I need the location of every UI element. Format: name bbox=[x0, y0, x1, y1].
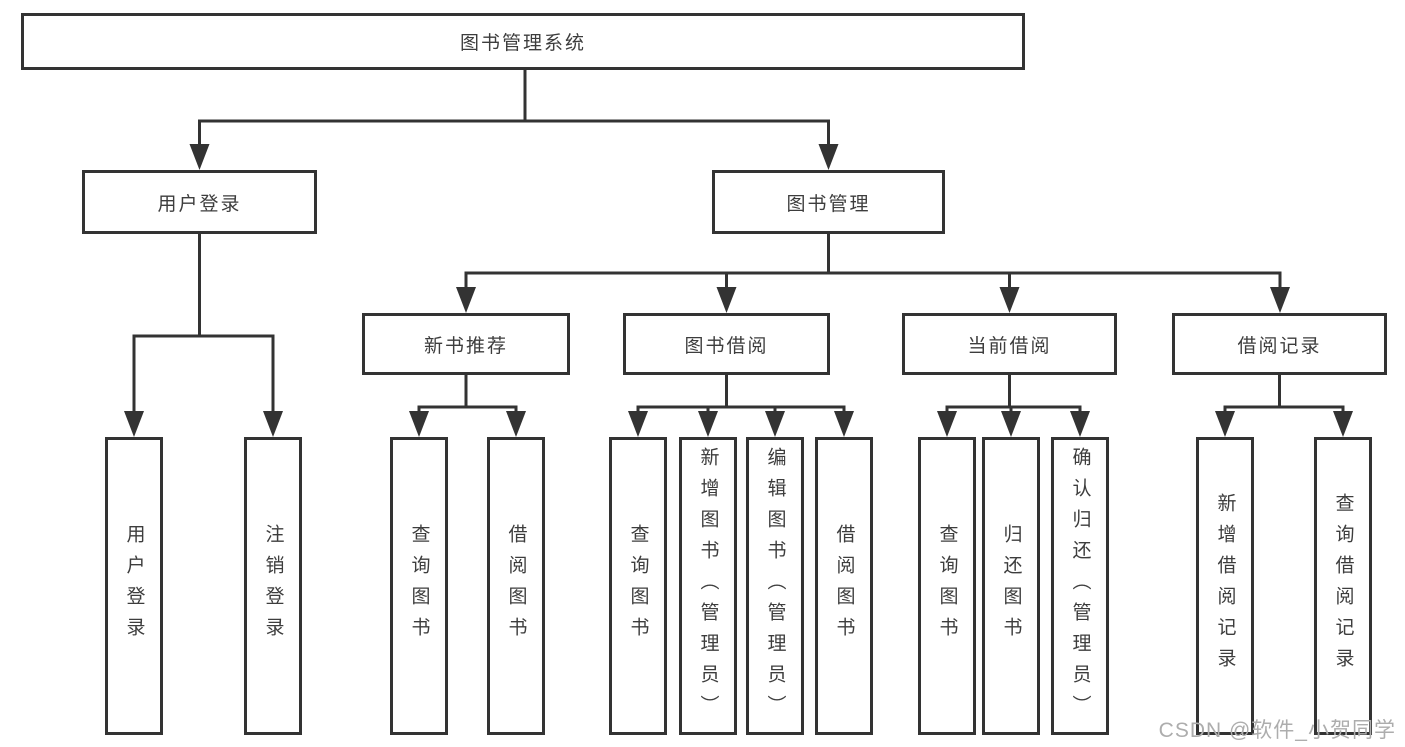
arrowhead-icon bbox=[1215, 411, 1235, 437]
node-root: 图书管理系统 bbox=[21, 13, 1025, 70]
connector-borrow-records-to-leaves bbox=[1215, 373, 1353, 437]
arrowhead-icon bbox=[456, 287, 476, 313]
arrowhead-icon bbox=[1270, 287, 1290, 313]
leaf-add-books-admin-label: 新增图书（管理员） bbox=[697, 446, 719, 726]
node-current-borrow: 当前借阅 bbox=[902, 313, 1117, 375]
arrowhead-icon bbox=[698, 411, 718, 437]
leaf-borrow-books-label: 借阅图书 bbox=[833, 524, 855, 648]
connector-book-borrow-to-leaves bbox=[628, 373, 854, 437]
leaf-current-query-books-label: 查询图书 bbox=[936, 524, 958, 648]
node-root-label: 图书管理系统 bbox=[459, 33, 586, 54]
connector-new-book-to-leaves bbox=[409, 373, 526, 437]
leaf-newbook-borrow-books: 借阅图书 bbox=[487, 437, 545, 735]
node-user-login: 用户登录 bbox=[82, 170, 317, 234]
leaf-edit-books-admin: 编辑图书（管理员） bbox=[746, 437, 804, 735]
node-borrow-records-label: 借阅记录 bbox=[1237, 335, 1322, 357]
node-new-book-recommend-label: 新书推荐 bbox=[423, 335, 508, 357]
leaf-return-books-label: 归还图书 bbox=[1000, 524, 1022, 648]
leaf-borrow-query-books: 查询图书 bbox=[609, 437, 667, 735]
leaf-borrow-query-books-label: 查询图书 bbox=[627, 524, 649, 648]
node-book-borrow: 图书借阅 bbox=[623, 313, 830, 375]
leaf-add-books-admin: 新增图书（管理员） bbox=[679, 437, 737, 735]
connector-book-management-to-level3 bbox=[456, 232, 1290, 313]
arrowhead-icon bbox=[263, 411, 283, 437]
arrowhead-icon bbox=[124, 411, 144, 437]
leaf-newbook-query-books-label: 查询图书 bbox=[408, 524, 430, 648]
leaf-newbook-query-books: 查询图书 bbox=[390, 437, 448, 735]
leaf-edit-books-admin-label: 编辑图书（管理员） bbox=[764, 446, 786, 726]
node-user-login-label: 用户登录 bbox=[157, 193, 242, 215]
arrowhead-icon bbox=[1001, 411, 1021, 437]
leaf-user-login-label: 用户登录 bbox=[123, 524, 145, 648]
connector-user-login-to-leaves bbox=[124, 232, 283, 437]
arrowhead-icon bbox=[409, 411, 429, 437]
leaf-current-query-books: 查询图书 bbox=[918, 437, 976, 735]
arrowhead-icon bbox=[1070, 411, 1090, 437]
leaf-query-borrow-record: 查询借阅记录 bbox=[1314, 437, 1372, 735]
node-book-management-label: 图书管理 bbox=[786, 193, 871, 215]
arrowhead-icon bbox=[818, 144, 839, 170]
node-book-management: 图书管理 bbox=[712, 170, 945, 234]
arrowhead-icon bbox=[765, 411, 785, 437]
arrowhead-icon bbox=[937, 411, 957, 437]
arrowhead-icon bbox=[999, 287, 1020, 313]
connector-current-borrow-to-leaves bbox=[937, 373, 1090, 437]
leaf-borrow-books: 借阅图书 bbox=[815, 437, 873, 735]
arrowhead-icon bbox=[189, 144, 210, 170]
arrowhead-icon bbox=[628, 411, 648, 437]
leaf-add-borrow-record-label: 新增借阅记录 bbox=[1214, 493, 1236, 679]
leaf-confirm-return-admin-label: 确认归还（管理员） bbox=[1069, 446, 1091, 726]
arrowhead-icon bbox=[1333, 411, 1353, 437]
node-new-book-recommend: 新书推荐 bbox=[362, 313, 570, 375]
arrowhead-icon bbox=[506, 411, 526, 437]
connector-root-to-level2 bbox=[189, 68, 839, 170]
csdn-watermark: CSDN @软件_小贺同学 bbox=[1158, 719, 1396, 742]
node-current-borrow-label: 当前借阅 bbox=[967, 335, 1052, 357]
node-book-borrow-label: 图书借阅 bbox=[684, 335, 769, 357]
arrowhead-icon bbox=[834, 411, 854, 437]
leaf-add-borrow-record: 新增借阅记录 bbox=[1196, 437, 1254, 735]
leaf-logout: 注销登录 bbox=[244, 437, 302, 735]
leaf-confirm-return-admin: 确认归还（管理员） bbox=[1051, 437, 1109, 735]
leaf-query-borrow-record-label: 查询借阅记录 bbox=[1332, 493, 1354, 679]
leaf-logout-label: 注销登录 bbox=[262, 524, 284, 648]
arrowhead-icon bbox=[716, 287, 737, 313]
node-borrow-records: 借阅记录 bbox=[1172, 313, 1387, 375]
leaf-newbook-borrow-books-label: 借阅图书 bbox=[505, 524, 527, 648]
leaf-user-login: 用户登录 bbox=[105, 437, 163, 735]
leaf-return-books: 归还图书 bbox=[982, 437, 1040, 735]
